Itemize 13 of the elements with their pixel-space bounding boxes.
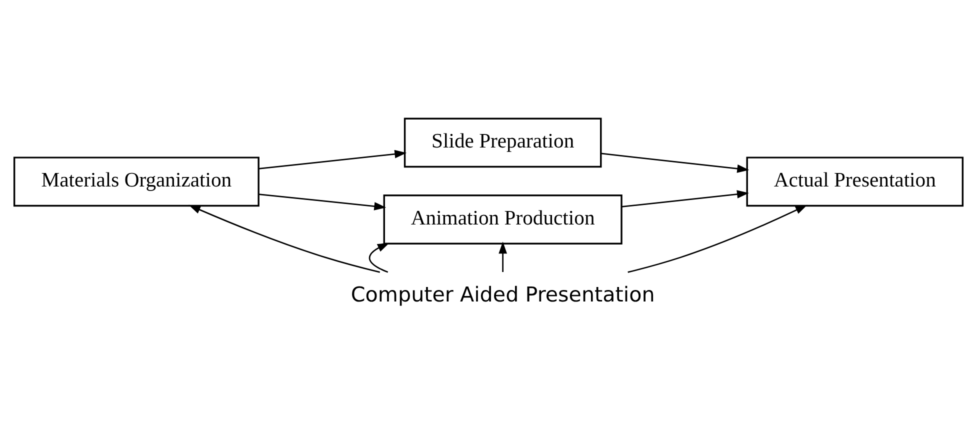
node-box: Slide Preparation (404, 117, 602, 168)
arrow (258, 193, 386, 210)
node-text: Computer Aided Presentation (350, 282, 655, 306)
arrow (600, 152, 750, 172)
arrow (188, 204, 380, 272)
arrow (498, 241, 508, 272)
node-box: Actual Presentation (746, 156, 964, 206)
arrow (368, 242, 390, 272)
node-box: Materials Organization (13, 156, 260, 206)
arrow (622, 190, 749, 207)
node-box: Animation Production (383, 194, 622, 244)
arrow (628, 204, 808, 272)
arrow (258, 149, 407, 169)
